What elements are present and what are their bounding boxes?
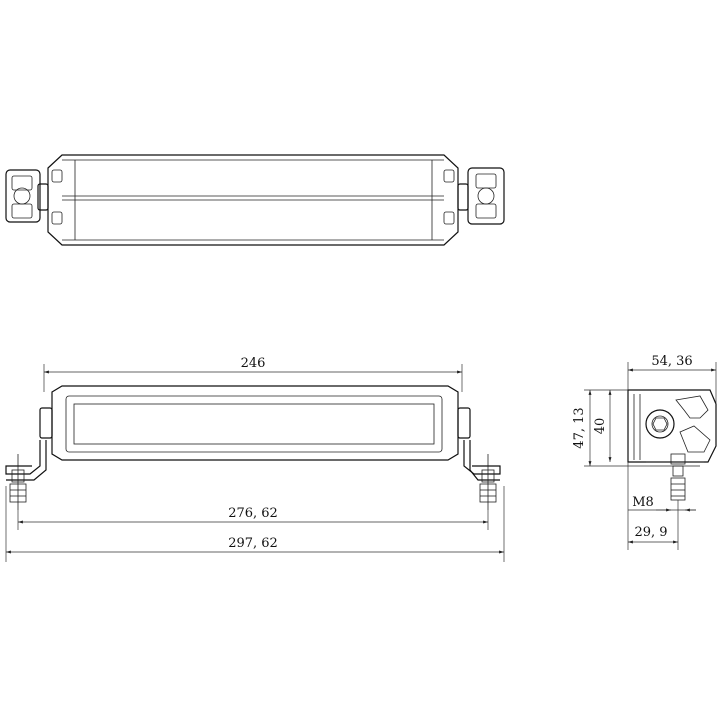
top-view-right-bracket xyxy=(457,167,505,225)
dim-label-297-62: 297, 62 xyxy=(228,536,278,551)
side-view: 54, 36 47, 13 40 M8 29, 9 xyxy=(572,354,717,550)
dim-bolt-size: M8 xyxy=(628,495,696,512)
dim-bracket-span: 276, 62 xyxy=(17,506,489,530)
dim-side-depth: 54, 36 xyxy=(627,354,717,404)
front-view-body xyxy=(39,385,471,461)
top-view-left-bracket xyxy=(5,169,49,223)
dim-top-length: 246 xyxy=(43,356,463,392)
dim-side-height-total: 47, 13 xyxy=(572,389,650,467)
dim-label-40: 40 xyxy=(593,418,608,435)
dim-label-29-9: 29, 9 xyxy=(634,525,667,540)
dim-bolt-offset: 29, 9 xyxy=(627,462,679,550)
front-view-right-bracket xyxy=(463,440,501,510)
dim-side-height-body: 40 xyxy=(593,390,612,462)
dim-overall-length: 297, 62 xyxy=(5,486,505,562)
dim-label-54-36: 54, 36 xyxy=(651,354,692,369)
dim-label-47-13: 47, 13 xyxy=(572,407,587,448)
dim-label-m8: M8 xyxy=(632,495,654,510)
dim-label-246: 246 xyxy=(241,356,266,371)
front-view: 246 276, 62 297, 62 xyxy=(5,356,505,562)
top-view xyxy=(5,154,505,246)
side-view-bolt xyxy=(670,453,686,520)
top-view-body xyxy=(47,154,459,246)
dim-label-276-62: 276, 62 xyxy=(228,506,278,521)
front-view-left-bracket xyxy=(5,440,47,510)
side-view-body xyxy=(627,389,717,467)
